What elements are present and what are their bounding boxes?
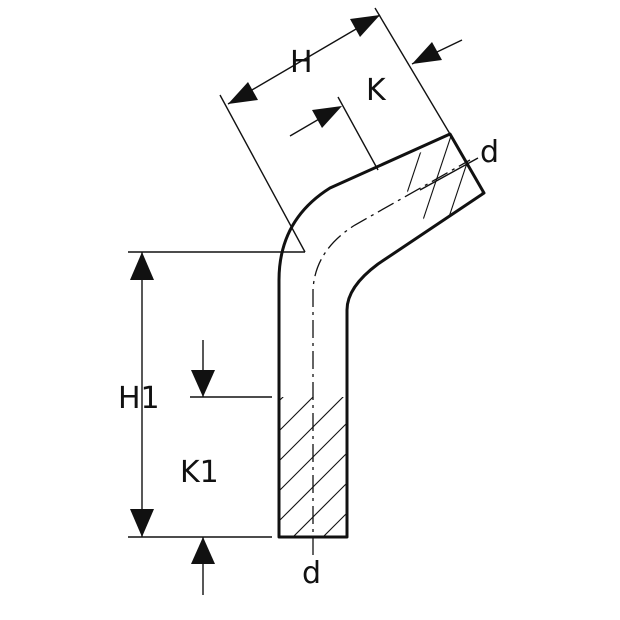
arrow-down-icon [191,370,215,397]
label-d-top: d [480,135,499,170]
hatch-vertical-leg [279,397,347,537]
label-h1: H1 [118,381,160,416]
arrow-down-icon [130,509,154,537]
arrow-up-icon [130,252,154,280]
dimension-h1 [128,251,305,538]
arrow-left-icon [412,42,442,64]
label-d-bottom: d [302,556,321,591]
dimension-k1 [190,340,272,595]
arrow-up-icon [191,537,215,564]
label-h: H [290,45,313,80]
pipe-outline [277,132,486,539]
dimension-h [219,7,451,253]
label-k: K [366,73,387,108]
dimension-k [289,39,463,171]
leader-d-top [419,157,479,191]
arrow-right-icon [350,15,380,37]
label-k1: K1 [180,455,219,490]
pipe-centerline [312,159,471,555]
arrow-left-icon [228,82,258,104]
arrow-right-icon [312,106,342,128]
